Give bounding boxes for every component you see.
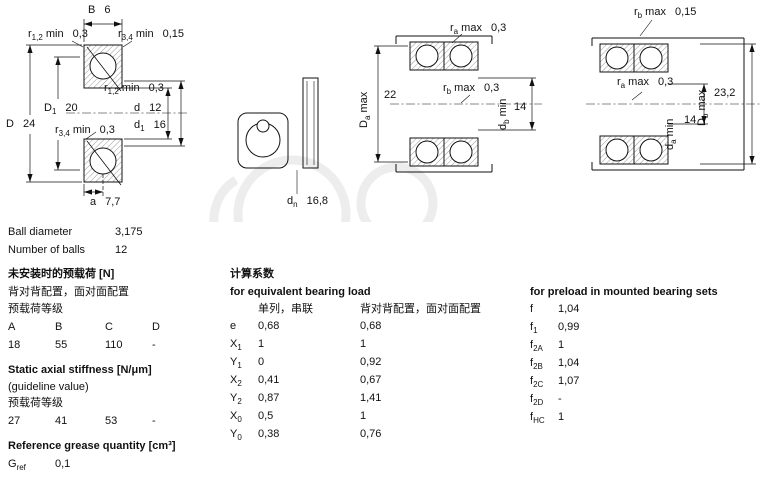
calc-row-value1: 0,87 <box>258 392 280 404</box>
factor-row-label: f2C <box>530 375 544 390</box>
stiffness-subtitle: (guideline value) <box>8 381 89 393</box>
right1-mounted-pair <box>395 35 493 173</box>
factor-row-value: 1 <box>558 411 565 423</box>
watermark-icon <box>209 155 438 222</box>
factor-row-value: 0,99 <box>558 321 580 333</box>
preload-class-label: 预载荷等级 <box>8 303 63 315</box>
calc-subtitle: for equivalent bearing load <box>230 286 371 298</box>
technical-drawing-canvas <box>26 19 762 222</box>
calc-row-value1: 0,38 <box>258 428 280 440</box>
factor-row-value: - <box>558 393 562 405</box>
calc-row-value2: 1,41 <box>360 392 382 404</box>
calc-title: 计算系数 <box>230 268 274 280</box>
factor-row-label: fHC <box>530 411 545 426</box>
calc-row-value1: 1 <box>258 338 265 350</box>
middle-bearing-views <box>237 77 319 169</box>
stiffness-title: Static axial stiffness [N/μm] <box>8 364 152 376</box>
calc-row-value2: 0,92 <box>360 356 382 368</box>
calc-row-value1: 0,41 <box>258 374 280 386</box>
left-bearing-section <box>83 44 123 186</box>
right2-mounted-pair <box>591 37 745 171</box>
preload-header-a: A <box>8 321 16 333</box>
ball-diameter-value: 3,175 <box>115 226 143 238</box>
calc-row-value1: 0,5 <box>258 410 274 422</box>
dim-db-name: db min <box>497 98 512 130</box>
dim-da-value: 14 <box>684 114 697 126</box>
stiffness-value-a: 27 <box>8 415 21 427</box>
grease-title: Reference grease quantity [cm³] <box>8 440 176 452</box>
dim-Db-value: 23,2 <box>714 87 736 99</box>
grease-value: 0,1 <box>55 458 71 470</box>
preload-header-b: B <box>55 321 63 333</box>
preload-value-a: 18 <box>8 339 21 351</box>
preload-value-b: 55 <box>55 339 68 351</box>
stiffness-value-c: 53 <box>105 415 118 427</box>
calc-col1-header: 单列，串联 <box>258 303 313 315</box>
calc-row-value2: 1 <box>360 410 367 422</box>
factor-row-label: f2D <box>530 393 544 408</box>
calc-row-label: X2 <box>230 374 242 389</box>
stiffness-value-b: 41 <box>55 415 68 427</box>
preload-header-d: D <box>152 321 160 333</box>
calc-row-label: e <box>230 320 237 332</box>
dim-Db-name: Db max <box>696 89 711 126</box>
calc-row-value1: 0,68 <box>258 320 280 332</box>
preload-value-d: - <box>152 339 156 351</box>
number-of-balls-value: 12 <box>115 244 128 256</box>
stiffness-value-d: - <box>152 415 156 427</box>
factor-row-label: f2B <box>530 357 543 372</box>
preload-unmounted-title: 未安装时的预载荷 [N] <box>8 268 115 280</box>
factor-row-value: 1,04 <box>558 357 580 369</box>
calc-row-label: Y1 <box>230 356 242 371</box>
grease-label: Gref <box>8 458 26 473</box>
dim-Da-name: Da max <box>358 91 373 128</box>
factor-row-label: f <box>530 303 534 315</box>
calc-row-value2: 0,68 <box>360 320 382 332</box>
calc-row-value2: 1 <box>360 338 367 350</box>
dim-db-value: 14 <box>514 101 527 113</box>
preload-unmounted-subtitle: 背对背配置，面对面配置 <box>8 286 129 298</box>
preload-value-c: 110 <box>105 339 123 351</box>
preload-mounted-title: for preload in mounted bearing sets <box>530 286 718 298</box>
calc-row-value2: 0,67 <box>360 374 382 386</box>
factor-row-value: 1,07 <box>558 375 580 387</box>
preload-header-c: C <box>105 321 113 333</box>
factor-row-value: 1,04 <box>558 303 580 315</box>
number-of-balls-label: Number of balls <box>8 244 86 256</box>
calc-row-label: X1 <box>230 338 242 353</box>
dim-Da-value: 22 <box>384 89 397 101</box>
factor-row-label: f2A <box>530 339 543 354</box>
calc-row-value1: 0 <box>258 356 265 368</box>
factor-row-value: 1 <box>558 339 565 351</box>
ball-diameter-label: Ball diameter <box>8 226 73 238</box>
calc-row-label: Y2 <box>230 392 242 407</box>
stiffness-class-label: 预载荷等级 <box>8 397 63 409</box>
calc-row-label: X0 <box>230 410 242 425</box>
calc-row-label: Y0 <box>230 428 242 443</box>
factor-row-label: f1 <box>530 321 538 336</box>
calc-row-value2: 0,76 <box>360 428 382 440</box>
calc-col2-header: 背对背配置，面对面配置 <box>360 303 481 315</box>
dim-da-name: da min <box>664 118 679 150</box>
